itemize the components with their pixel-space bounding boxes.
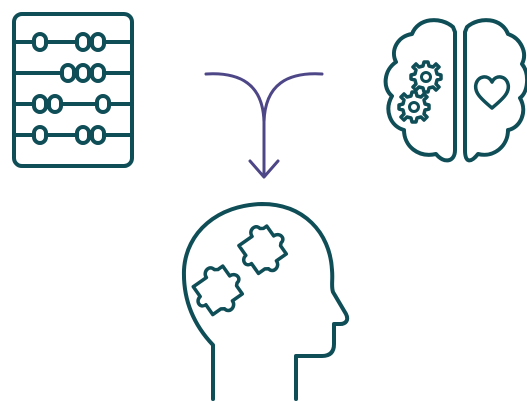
abacus-icon: [12, 12, 134, 168]
puzzle-piece-icon: [237, 224, 289, 276]
abacus-beads-row-3: [32, 94, 111, 114]
gear-icon: [397, 90, 431, 124]
puzzle-piece-icon: [191, 264, 245, 317]
abacus-frame: [12, 12, 134, 168]
merge-arrow-head: [248, 159, 280, 179]
abacus-beads-row-2: [60, 63, 106, 83]
gear-icon: [409, 60, 443, 94]
brain-gears-heart-icon: [383, 18, 527, 163]
merge-arrow-icon: [204, 72, 324, 179]
heart-icon: [473, 75, 511, 110]
abacus-beads-row-1: [32, 32, 106, 52]
brain-left-hemisphere: [383, 18, 457, 163]
merge-arrow-curve: [204, 72, 324, 124]
head-puzzle-icon: [181, 202, 350, 401]
head-outline: [181, 202, 350, 401]
brain-right-hemisphere: [463, 18, 527, 163]
abacus-beads-row-4: [32, 125, 106, 145]
